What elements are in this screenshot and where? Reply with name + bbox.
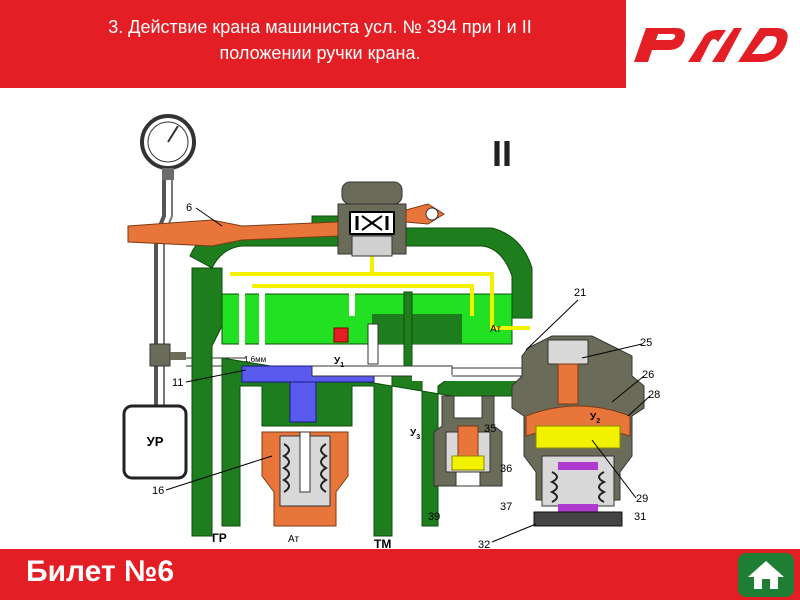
- label-32: 32: [478, 539, 490, 548]
- position-mark: II: [492, 133, 512, 174]
- label-u2: У2: [590, 412, 600, 425]
- label-35: 35: [484, 423, 496, 435]
- label-26: 26: [642, 369, 654, 381]
- rzd-logo: [626, 0, 800, 88]
- title-line-2: положении ручки крана.: [219, 43, 421, 63]
- label-tm: ТМ: [374, 537, 391, 548]
- label-at-bottom: Ат: [288, 534, 299, 545]
- handle-lever: [127, 219, 339, 247]
- label-16: 16: [152, 485, 164, 497]
- yellow-channel: [230, 272, 530, 330]
- label-29: 29: [636, 493, 648, 505]
- label-21: 21: [574, 287, 586, 299]
- ticket-label: Билет №6: [26, 555, 175, 588]
- label-6: 6: [186, 202, 192, 214]
- body-left-wall: [191, 267, 223, 537]
- label-39: 39: [428, 511, 440, 523]
- brake-valve-schematic: УР: [122, 114, 660, 551]
- label-u3: У3: [410, 428, 420, 441]
- ur-reservoir: [122, 404, 188, 480]
- slide-title: 3. Действие крана машиниста усл. № 394 п…: [20, 14, 620, 66]
- label-36: 36: [500, 463, 512, 475]
- handle-cap: [341, 181, 403, 205]
- footer-bar: Билет №6: [0, 549, 800, 600]
- label-ur: УР: [147, 434, 164, 449]
- home-button[interactable]: [738, 553, 794, 597]
- home-icon: [748, 561, 784, 589]
- label-11: 11: [172, 377, 183, 389]
- title-line-1: 3. Действие крана машиниста усл. № 394 п…: [108, 17, 532, 37]
- stabilizer-diaphragm: [535, 425, 621, 449]
- label-u1: У1: [334, 356, 344, 369]
- label-37: 37: [500, 501, 512, 513]
- label-25: 25: [640, 337, 652, 349]
- label-at-right: Ат: [490, 324, 501, 335]
- rzd-logo-icon: [634, 28, 788, 62]
- intermediate-part: [221, 293, 513, 345]
- label-gr: ГР: [212, 531, 227, 545]
- label-31: 31: [634, 511, 646, 523]
- label-28: 28: [648, 389, 660, 401]
- label-diameter: 1,6мм: [244, 355, 266, 364]
- brake-valve-diagram: УР: [112, 96, 672, 551]
